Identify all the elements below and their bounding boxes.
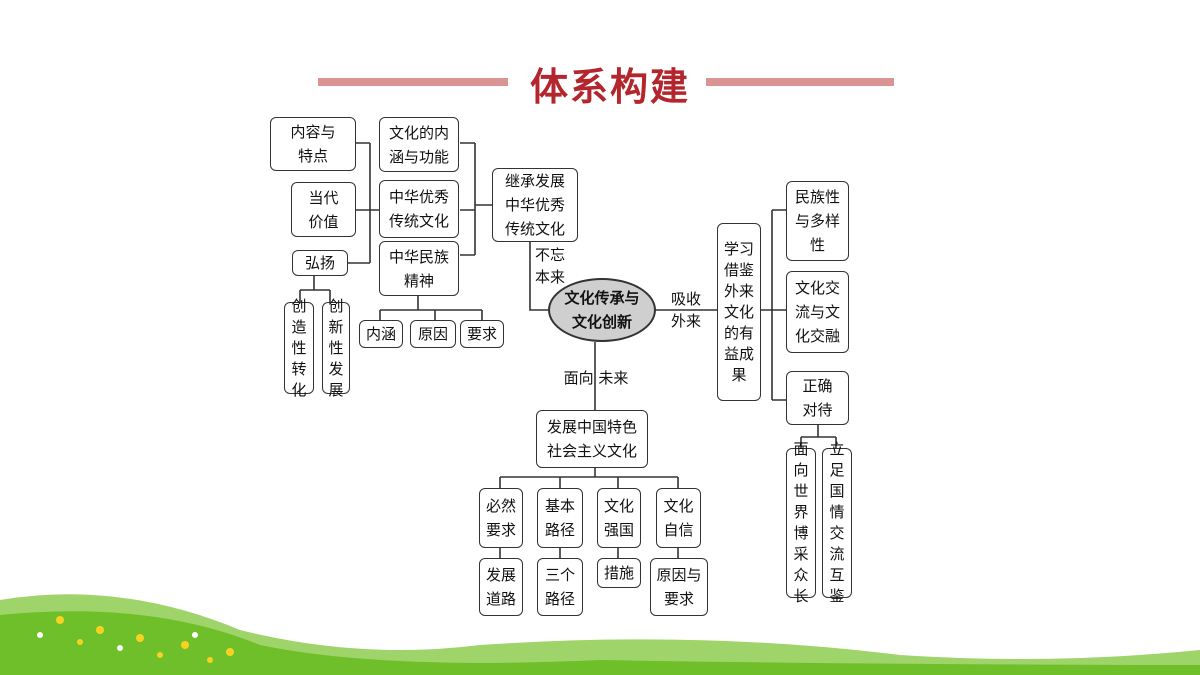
label-face-future: 面向 未来 xyxy=(563,369,629,387)
box-spirit-connotation: 内涵 xyxy=(359,320,403,348)
title-bar-right xyxy=(706,78,894,86)
box-nationality-diversity: 民族性 与多样 性 xyxy=(786,181,849,261)
box-three-paths: 三个 路径 xyxy=(537,558,583,616)
box-promote: 弘扬 xyxy=(292,250,348,276)
box-innovative-development: 创新性发展 xyxy=(322,297,350,399)
box-spirit-requirement: 要求 xyxy=(460,320,504,348)
box-correct-treatment: 正确 对待 xyxy=(786,371,849,425)
box-cultural-exchange: 文化交 流与文 化交融 xyxy=(786,271,849,353)
box-develop-socialist-culture: 发展中国特色 社会主义文化 xyxy=(536,410,648,468)
box-development-road: 发展 道路 xyxy=(479,558,523,616)
box-learn-foreign-culture: 学习借鉴外来文化的有益成果 xyxy=(717,223,761,401)
box-contemporary-value: 当代 价值 xyxy=(291,182,356,237)
label-not-forget-origin: 不忘 本来 xyxy=(534,246,565,286)
box-excellent-traditional: 中华优秀 传统文化 xyxy=(379,180,459,238)
box-reason-requirement: 原因与 要求 xyxy=(650,558,708,616)
label-absorb-foreign: 吸收 外来 xyxy=(670,290,701,330)
box-spirit-reason: 原因 xyxy=(410,320,456,348)
box-based-national: 立足国情 交流互鉴 xyxy=(822,440,852,605)
box-creative-transformation: 创造性转化 xyxy=(284,297,314,399)
box-national-spirit: 中华民族 精神 xyxy=(379,241,459,296)
box-content-features: 内容与 特点 xyxy=(270,117,356,171)
box-inevitable-requirement: 必然 要求 xyxy=(479,488,523,548)
title-bar-left xyxy=(318,78,508,86)
grass-decoration xyxy=(0,594,1200,675)
box-culture-connotation: 文化的内 涵与功能 xyxy=(379,117,459,172)
page-title: 体系构建 xyxy=(529,65,690,109)
box-cultural-power: 文化 强国 xyxy=(597,488,641,548)
box-inherit-develop: 继承发展 中华优秀 传统文化 xyxy=(492,168,578,242)
box-basic-path: 基本 路径 xyxy=(537,488,583,548)
box-cultural-confidence: 文化 自信 xyxy=(656,488,701,548)
box-face-world: 面向世界 博采众长 xyxy=(786,440,816,605)
center-culture-inheritance-innovation: 文化传承与 文化创新 xyxy=(548,278,656,342)
box-measures: 措施 xyxy=(597,558,641,588)
